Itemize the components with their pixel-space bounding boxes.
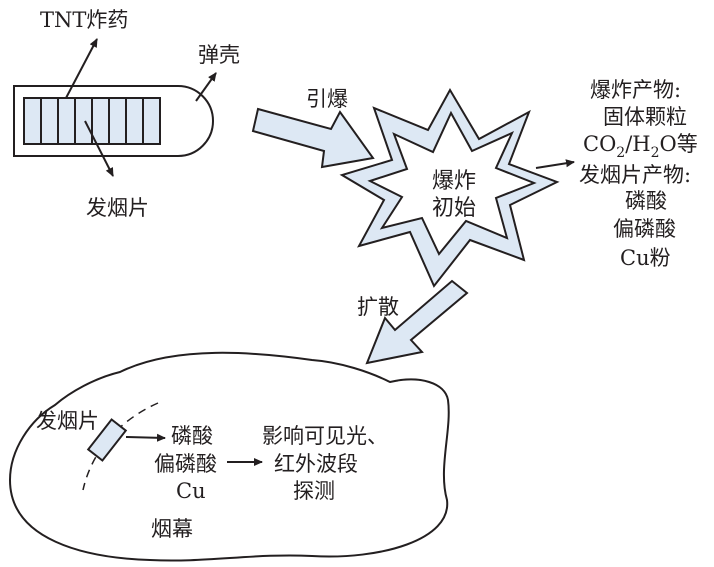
cloud-component: 偏磷酸 — [154, 452, 217, 476]
tnt-label: TNT炸药 — [40, 8, 128, 32]
products-gases: CO2/H2O等 — [583, 132, 698, 161]
pellet-pointer-arrow — [84, 120, 114, 177]
pellet-product-item: 磷酸 — [625, 189, 667, 213]
spread-label: 扩散 — [357, 295, 399, 319]
cloud-effect-line: 影响可见光、 — [262, 424, 388, 448]
tnt-charge-dividers — [40, 98, 144, 144]
smoke-screen-label: 烟幕 — [151, 517, 193, 541]
products-arrow — [535, 159, 575, 169]
cloud-component: 磷酸 — [171, 424, 213, 448]
pellet-label: 发烟片 — [86, 196, 149, 220]
cloud-component: Cu — [176, 479, 206, 503]
pellet-product-item: Cu粉 — [620, 246, 671, 270]
products-heading: 爆炸产物: — [590, 78, 681, 102]
ignite-step: 引爆 — [251, 87, 375, 169]
explosion-star-inner — [367, 110, 537, 256]
tnt-pointer-arrow — [65, 38, 98, 99]
explosion-star: 爆炸 初始 — [339, 87, 560, 288]
explosion-text-line1: 爆炸 — [432, 169, 476, 194]
products-solid: 固体颗粒 — [603, 105, 687, 129]
spread-step: 扩散 — [357, 279, 469, 365]
spread-arrow — [365, 279, 469, 365]
pellet-product-item: 偏磷酸 — [613, 217, 676, 241]
pellet-products-heading: 发烟片产物: — [579, 163, 691, 187]
explosion-text-line2: 初始 — [432, 196, 476, 221]
cloud-effect-line: 探测 — [293, 479, 335, 503]
products-group: 爆炸产物: 固体颗粒 CO2/H2O等 发烟片产物: 磷酸 偏磷酸 Cu粉 — [535, 78, 698, 270]
casing-label: 弹壳 — [198, 43, 240, 67]
smoke-cloud-outline — [8, 351, 450, 562]
shell-group: TNT炸药 弹壳 发烟片 — [13, 8, 240, 220]
ignite-arrow — [251, 107, 375, 169]
cloud-effect-line: 红外波段 — [274, 452, 358, 476]
casing-pointer-arrow — [195, 72, 217, 102]
smoke-cloud-group: 发烟片 磷酸 偏磷酸 Cu 影响可见光、 红外波段 探测 烟幕 — [8, 351, 450, 562]
cloud-pellet-label: 发烟片 — [36, 409, 99, 433]
smoke-pellet-shape — [86, 418, 128, 462]
pellet-to-components-arrow — [125, 433, 166, 442]
ignite-label: 引爆 — [306, 87, 348, 111]
